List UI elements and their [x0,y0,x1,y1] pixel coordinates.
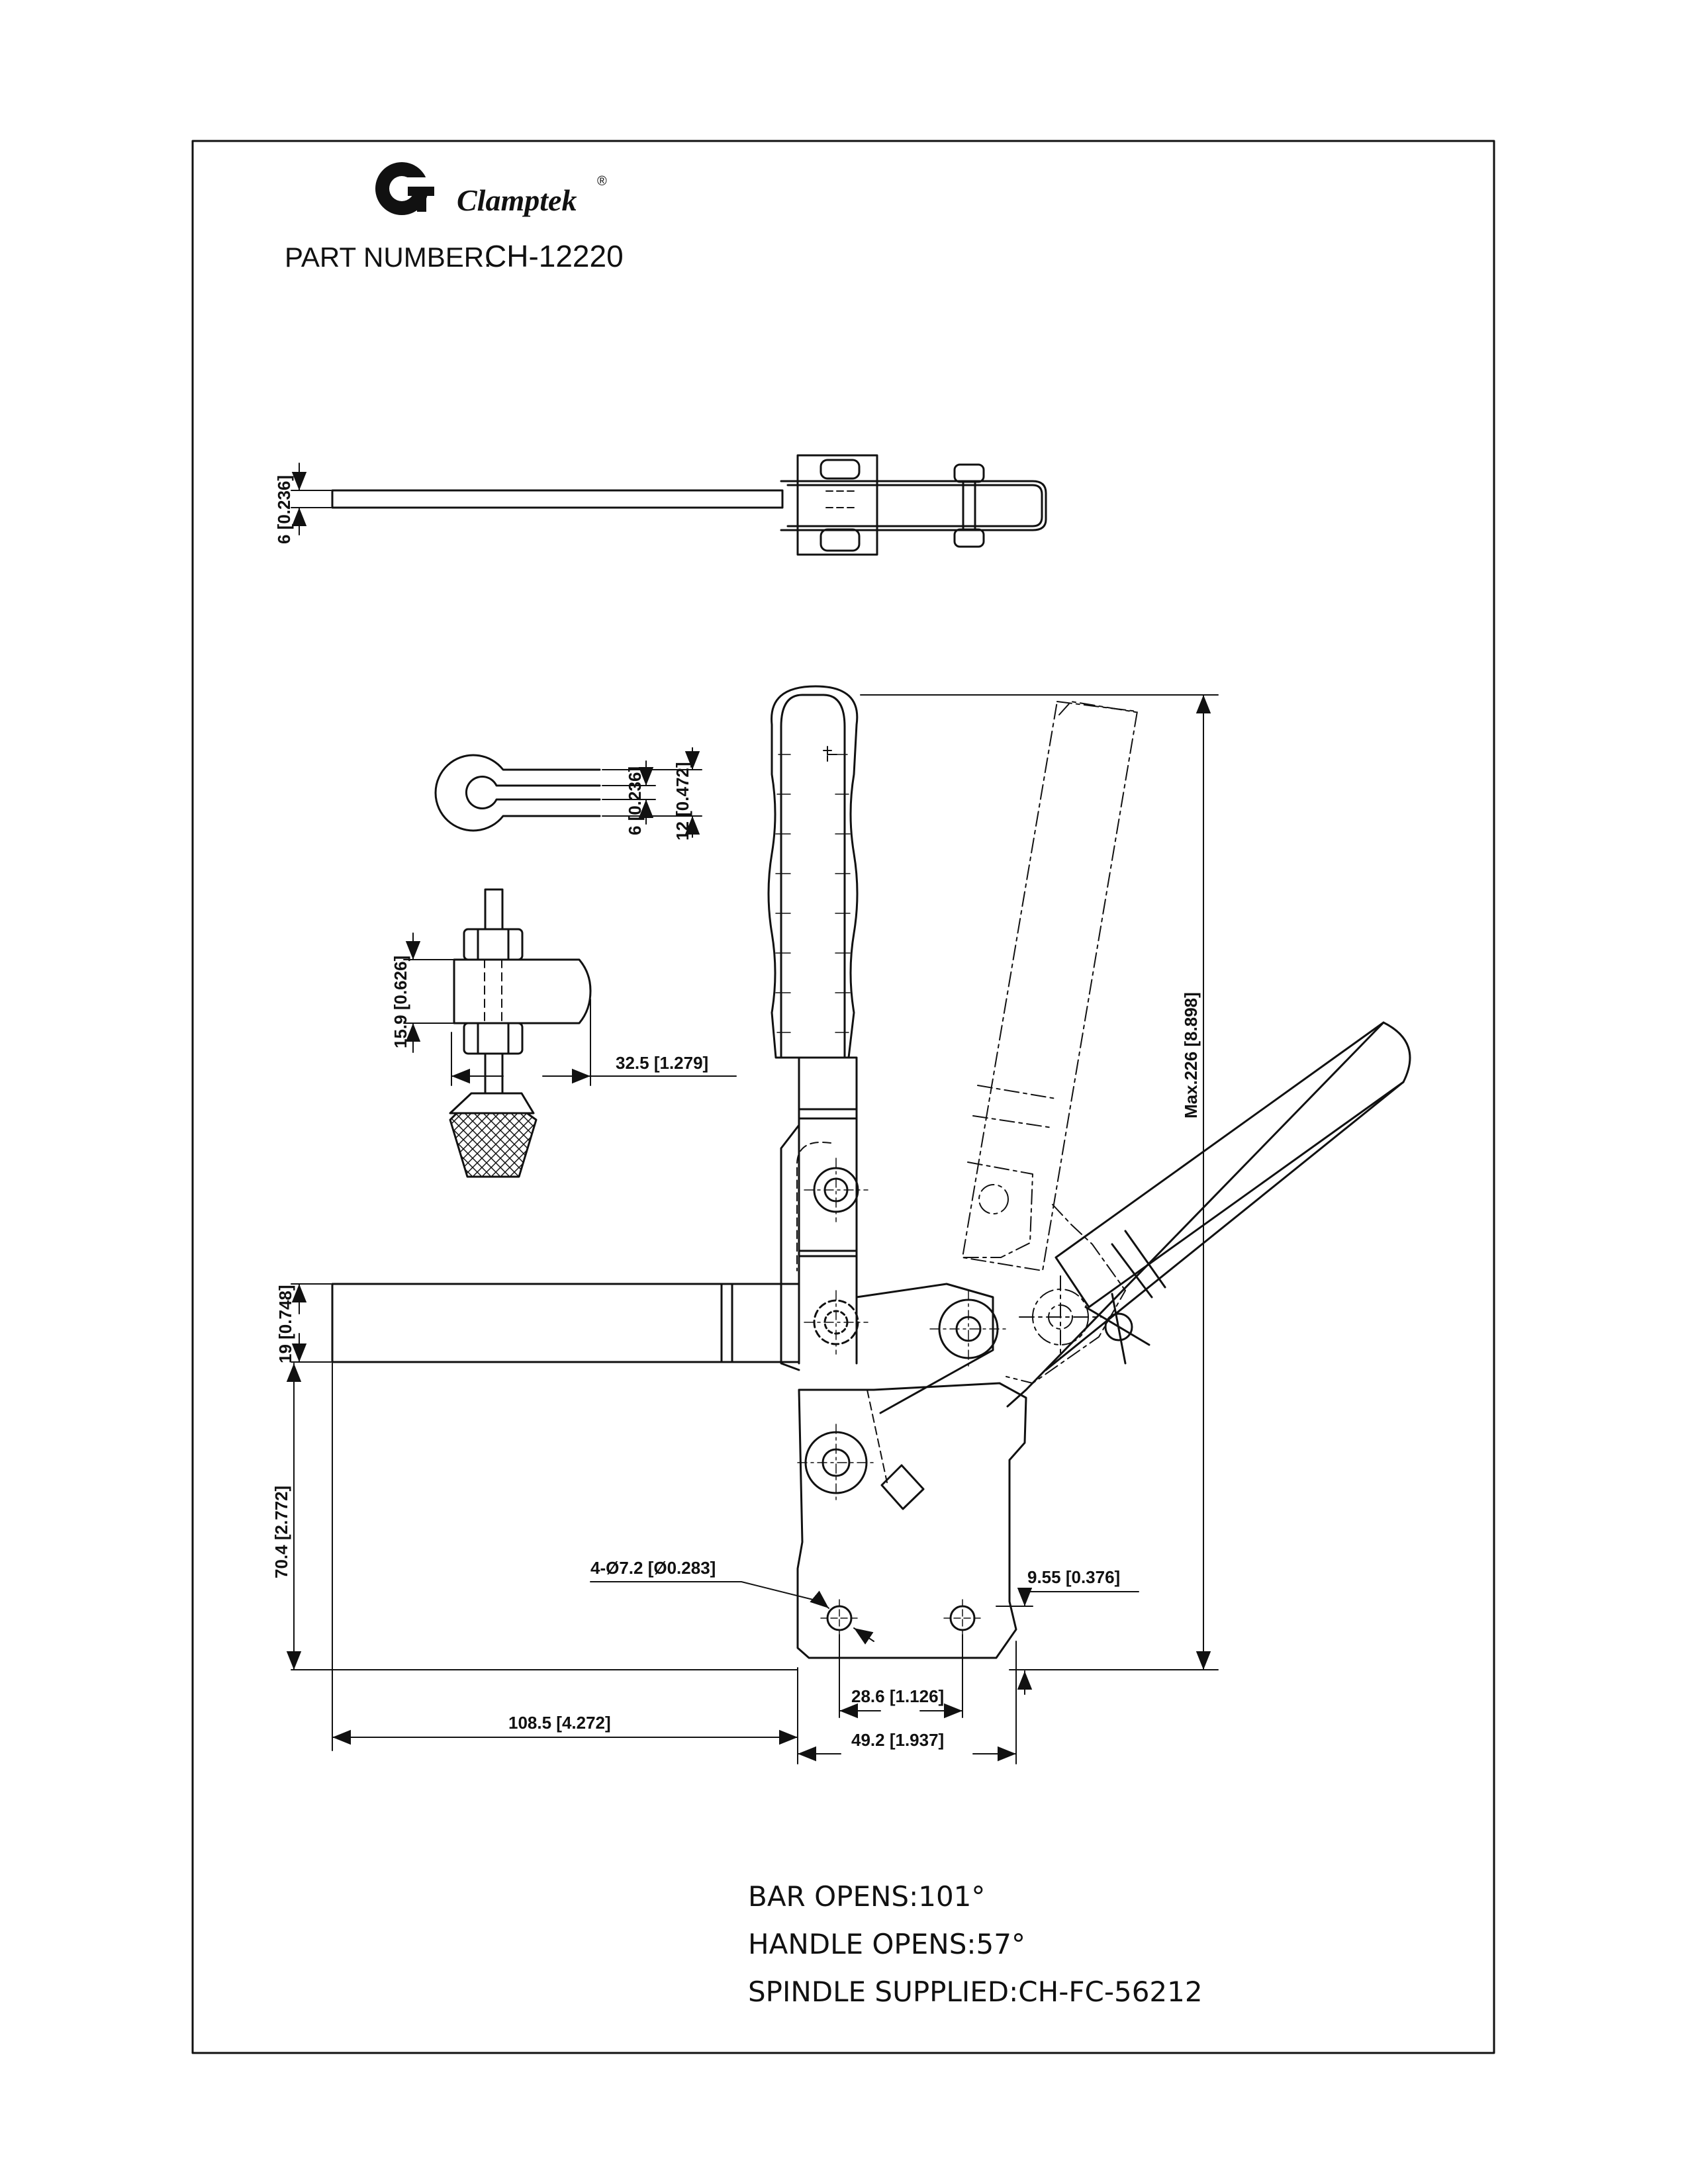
note-spindle-supplied: SPINDLE SUPPLIED:CH-FC-56212 [748,1976,1203,2008]
spindle-height-label: 15.9 [0.626] [391,956,410,1048]
hole-offset-label: 9.55 [0.376] [1027,1567,1120,1587]
spindle-detail [449,888,592,1178]
arm-thickness-label: 19 [0.748] [275,1285,295,1363]
slot-outer-label: 12 [0.472] [673,762,692,841]
registered-mark: ® [597,174,607,189]
max-height-dimension [860,694,1219,1670]
clamptek-logo-icon [375,162,434,215]
brand-name: Clamptek [457,183,577,217]
drawing-frame [191,140,1495,2054]
bar-thickness-dimension [291,463,332,535]
max-height-label: Max.226 [8.898] [1181,992,1201,1118]
hole-offset-dimension [996,1588,1139,1695]
handle-open-phantom [962,701,1138,1384]
note-bar-opens: BAR OPENS:101° [748,1880,985,1913]
note-handle-opens: HANDLE OPENS:57° [748,1928,1025,1960]
arm-thickness-dimension [291,1283,332,1363]
base-dimensions [332,1363,1017,1764]
slot-detail [434,754,601,832]
reach-label: 108.5 [4.272] [508,1713,611,1733]
hole-spacing-label: 28.6 [1.126] [851,1686,944,1706]
pivot-height-label: 70.4 [2.772] [271,1486,291,1578]
hole-diameter-label: 4-Ø7.2 [Ø0.283] [590,1558,716,1578]
pivot-height-dimension [286,1363,798,1670]
bar-thickness-label: 6 [0.236] [274,475,294,544]
part-number-label: PART NUMBER: [285,242,492,273]
hole-leader [590,1581,874,1645]
slot-width-label: 6 [0.236] [625,766,645,835]
clamp-side-view [331,685,1027,1659]
slot-dimensions [602,747,702,838]
base-width-label: 49.2 [1.937] [851,1730,944,1750]
bar-open-position [1006,1021,1411,1408]
spindle-dimensions [403,933,737,1086]
spindle-reach-label: 32.5 [1.279] [616,1053,708,1073]
part-number-value: CH-12220 [485,239,624,273]
top-view [331,454,1047,556]
